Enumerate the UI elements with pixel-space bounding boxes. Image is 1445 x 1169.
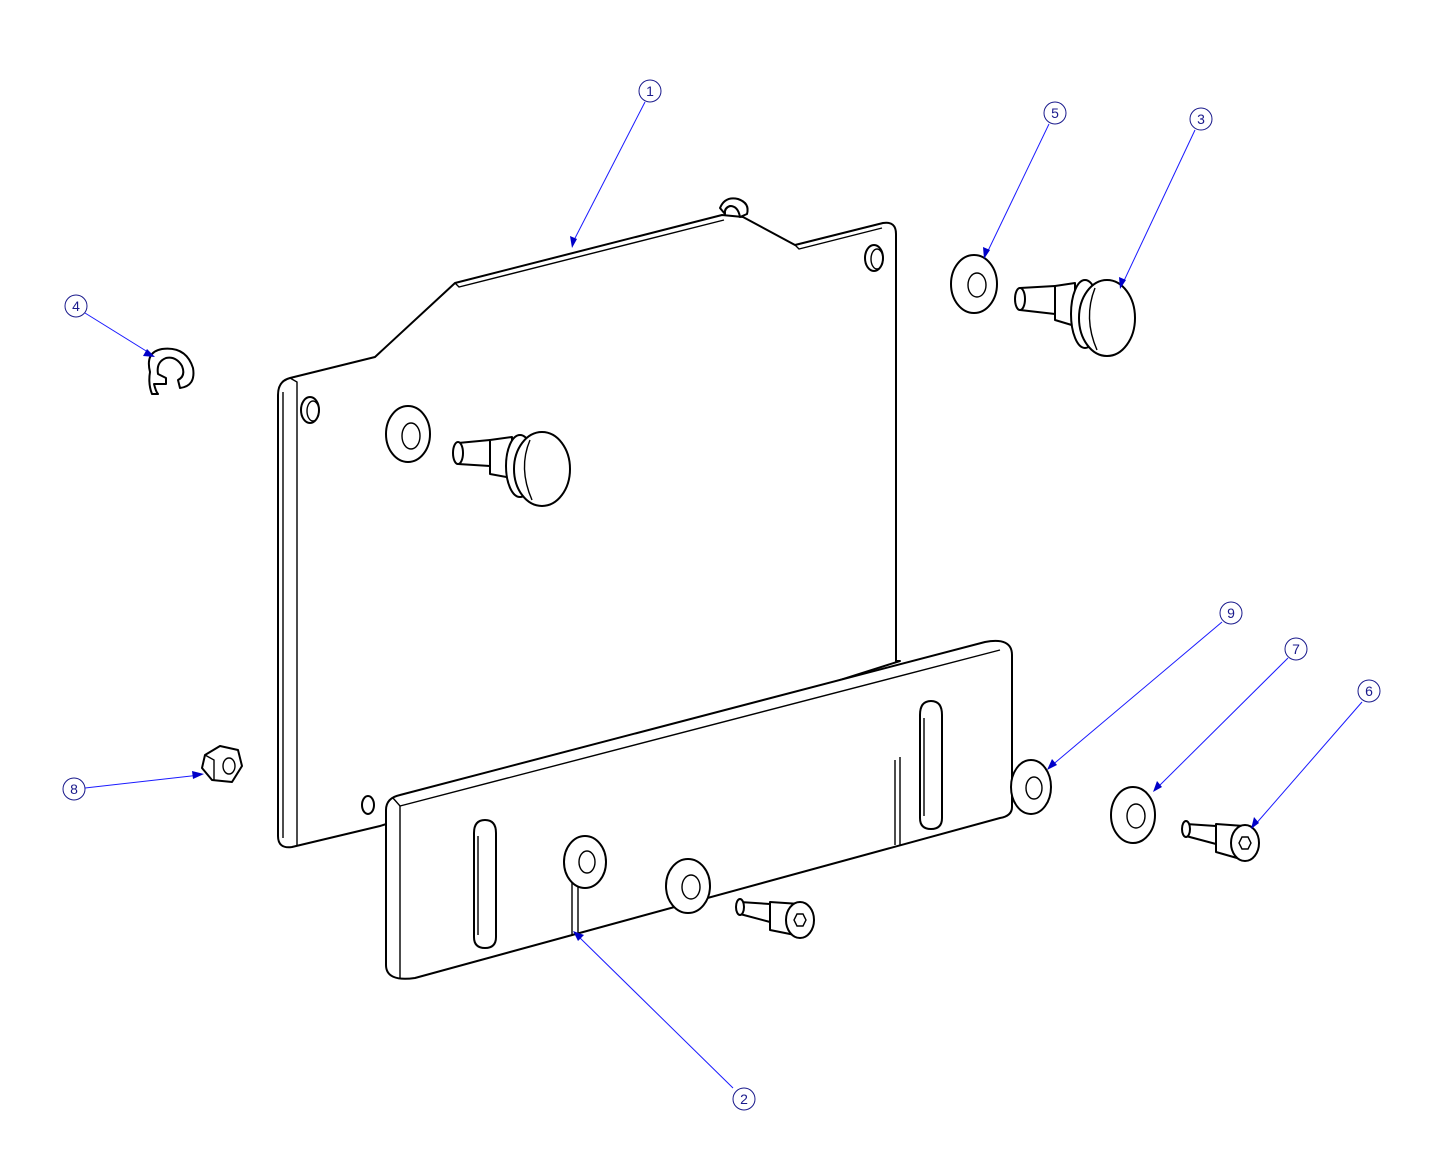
balloon-5: 5 (1043, 101, 1067, 125)
balloon-7-label: 7 (1292, 641, 1300, 657)
part-9-washer (1010, 759, 1052, 815)
washer-on-bar-left (563, 835, 607, 889)
part-7-washer (1110, 786, 1156, 844)
balloon-7: 7 (1284, 637, 1308, 661)
balloon-6: 6 (1357, 679, 1381, 703)
balloon-1-label: 1 (646, 83, 654, 99)
balloon-1: 1 (638, 79, 662, 103)
balloon-4-label: 4 (72, 298, 80, 314)
balloon-3-label: 3 (1197, 111, 1205, 127)
thumb-screw-on-plate (452, 431, 571, 507)
part-6-shoulder-bolt (1181, 820, 1260, 862)
balloon-3: 3 (1189, 107, 1213, 131)
part-8-hex-nut (201, 745, 243, 783)
part-3-thumb-screw (1014, 279, 1136, 357)
leader-lines (84, 101, 1363, 1089)
balloon-9-label: 9 (1227, 605, 1235, 621)
balloon-9: 9 (1219, 601, 1243, 625)
balloon-8-label: 8 (70, 781, 78, 797)
shoulder-bolt-on-bar (735, 898, 815, 939)
balloon-2: 2 (732, 1087, 756, 1111)
balloon-5-label: 5 (1051, 105, 1059, 121)
balloon-6-label: 6 (1365, 683, 1373, 699)
balloon-2-label: 2 (740, 1091, 748, 1107)
part-4-e-clip (147, 347, 195, 395)
washer-on-bar-right (665, 858, 711, 914)
part-5-washer (950, 254, 998, 314)
part-2-slotted-bar (385, 639, 1013, 980)
balloon-4: 4 (64, 294, 88, 318)
washer-on-plate (385, 405, 431, 463)
balloon-8: 8 (62, 777, 86, 801)
part-1-back-plate (277, 197, 901, 849)
